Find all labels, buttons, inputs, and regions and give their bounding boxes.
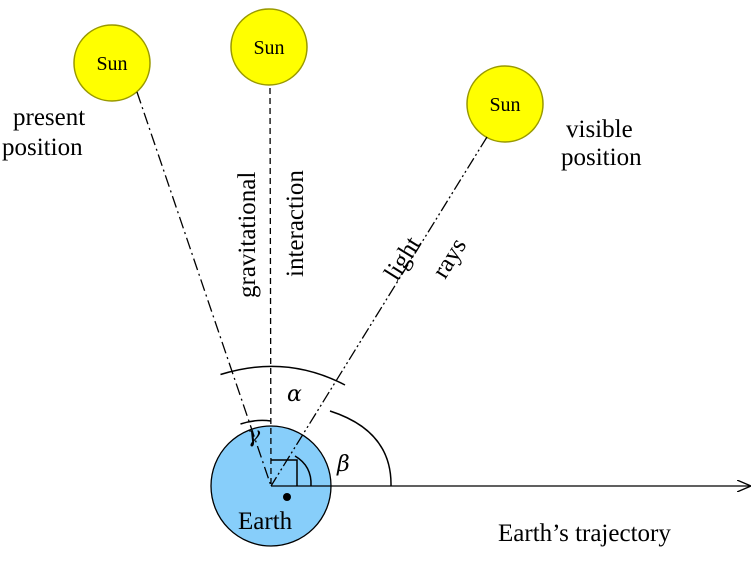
gamma-label: γ (247, 423, 261, 448)
inner-angle-arc (294, 455, 312, 487)
visible-position-label-line2: position (561, 144, 642, 171)
gamma-arc (240, 419, 272, 425)
sun-present-circle (73, 24, 151, 102)
light-rays-line (270, 136, 488, 487)
gravitational-label: gravitational (234, 172, 261, 298)
right-angle-dot (283, 493, 291, 501)
alpha-arc (220, 365, 346, 386)
visible-position-label-line1: visible (566, 116, 633, 143)
sun-gravitational-label: Sun (253, 37, 284, 59)
beta-label: β (336, 452, 350, 477)
sun-visible-circle (466, 65, 544, 143)
alpha-label: α (287, 382, 302, 407)
beta-arc (329, 410, 392, 487)
interaction-label: interaction (282, 170, 309, 277)
sun-visible-label: Sun (489, 94, 520, 116)
gravitational-interaction-line (269, 87, 272, 487)
light-label: light (379, 232, 426, 285)
present-position-label-line2: position (2, 134, 83, 161)
trajectory-label: Earth’s trajectory (498, 520, 671, 547)
rays-label: rays (427, 234, 472, 284)
right-angle-marker (271, 459, 298, 486)
sun-present-label: Sun (96, 53, 127, 75)
present-position-line (136, 91, 272, 487)
sun-gravitational-circle (230, 8, 308, 86)
earth-label: Earth (238, 508, 293, 535)
present-position-label-line1: present (13, 104, 85, 131)
